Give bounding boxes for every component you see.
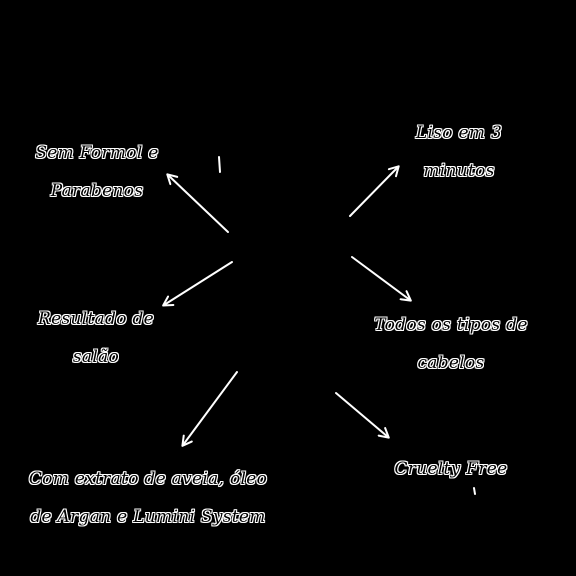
label-todos: Todos os tipos de cabelos bbox=[362, 306, 540, 382]
tick-mark-bottom bbox=[473, 487, 476, 495]
label-cruelty: Cruelty Free bbox=[380, 450, 522, 488]
label-liso: Liso em 3 minutos bbox=[384, 114, 534, 190]
label-sem-formol-line2: Parabenos bbox=[50, 181, 144, 201]
label-todos-line1: Todos os tipos de bbox=[374, 315, 528, 335]
label-sem-formol-line1: Sem Formol e bbox=[35, 143, 159, 163]
arrow-todos bbox=[351, 256, 412, 302]
label-resultado-line1: Resultado de bbox=[37, 309, 154, 329]
label-extrato-line1: Com extrato de aveia, óleo bbox=[28, 469, 268, 489]
label-liso-line2: minutos bbox=[423, 161, 495, 181]
label-sem-formol: Sem Formol e Parabenos bbox=[16, 134, 178, 210]
arrow-extrato bbox=[181, 371, 238, 447]
label-extrato-line2: de Argan e Lumini System bbox=[30, 507, 266, 527]
label-resultado: Resultado de salão bbox=[18, 300, 174, 376]
tick-mark-top bbox=[218, 156, 221, 173]
label-todos-line2: cabelos bbox=[417, 353, 485, 373]
label-liso-line1: Liso em 3 bbox=[415, 123, 503, 143]
arrow-liso bbox=[349, 165, 400, 217]
label-cruelty-line1: Cruelty Free bbox=[394, 459, 508, 479]
arrow-resultado bbox=[162, 261, 233, 307]
arrow-sem-formol bbox=[166, 173, 229, 233]
arrow-cruelty bbox=[335, 392, 390, 439]
label-extrato: Com extrato de aveia, óleo de Argan e Lu… bbox=[14, 460, 282, 536]
label-resultado-line2: salão bbox=[72, 347, 120, 367]
